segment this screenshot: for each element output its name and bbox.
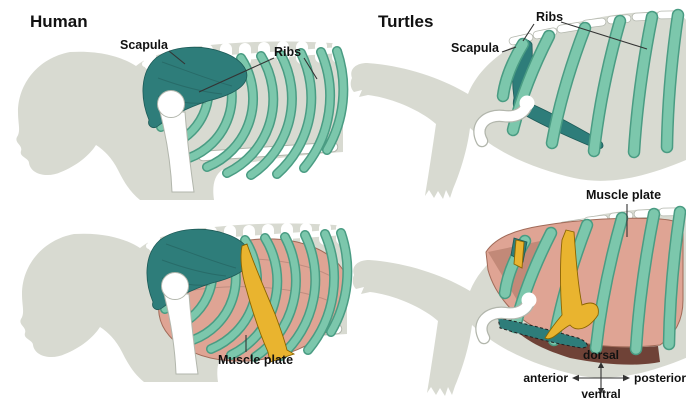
turtle-muscle-sliver — [513, 239, 525, 269]
turtle-scapula-ventral-bar — [497, 317, 588, 349]
panel-turtles-top: Turtles Ribs Scapula — [350, 10, 686, 200]
orientation-compass: dorsal ventral anterior posterior — [523, 348, 686, 400]
turtle-ribs-leader-b — [560, 21, 648, 50]
compass-anterior-label: anterior — [523, 371, 568, 385]
panel-human-top: Human Scapula Ribs — [16, 12, 343, 200]
ribs-leader-line-b — [303, 57, 318, 80]
turtle-ribs-leader-a — [522, 23, 535, 42]
compass-ventral-label: ventral — [581, 387, 620, 400]
human-muscle-band — [240, 243, 296, 363]
muscle-plate-shading — [488, 240, 545, 305]
panel-human-bottom: Muscle plate — [20, 223, 358, 382]
compass-dorsal-label: dorsal — [583, 348, 619, 362]
turtle-scapula-label: Scapula — [451, 41, 500, 55]
scapula-label: Scapula — [120, 38, 169, 52]
turtle-muscle-plate-label: Muscle plate — [586, 188, 661, 202]
panel-turtles-bottom: Muscle plate dorsal ventral anterior pos… — [352, 188, 686, 400]
compass-posterior-label: posterior — [634, 371, 686, 385]
turtle-muscle-band — [544, 229, 599, 340]
muscle-plate-label: Muscle plate — [218, 353, 293, 367]
ribs-label: Ribs — [274, 45, 301, 59]
turtle-scapula-leader — [501, 46, 517, 53]
scapula-leader-line — [168, 50, 186, 65]
turtles-title: Turtles — [378, 12, 433, 31]
turtle-ribs-label: Ribs — [536, 10, 563, 24]
ribs-leader-line-a — [198, 57, 275, 93]
human-title: Human — [30, 12, 88, 31]
